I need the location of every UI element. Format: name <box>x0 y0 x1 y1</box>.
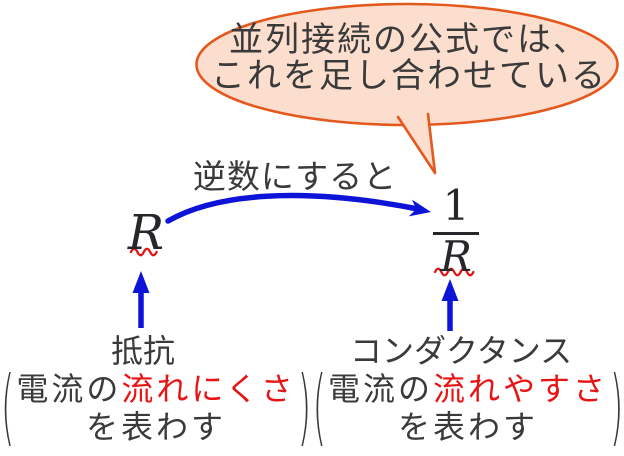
conductance-description-line-2: を表わす <box>397 408 538 446</box>
fraction-denominator: R <box>433 232 479 278</box>
reciprocal-arrow-label: 逆数にすると <box>192 157 398 196</box>
conductance-description: ( 電流の流れやすさ を表わす ) <box>312 366 624 449</box>
bubble-line-1: 並列接続の公式では、 <box>229 20 589 60</box>
speech-bubble-text: 並列接続の公式では、 これを足し合わせている <box>197 22 621 94</box>
conductance-description-line-1: 電流の流れやすさ <box>328 370 608 408</box>
resistance-desc-highlight: 流れにくさ <box>121 370 296 408</box>
conductance-desc-prefix: 電流の <box>327 370 433 408</box>
resistance-description-line-2: を表わす <box>86 408 227 446</box>
open-paren: ( <box>1 359 15 456</box>
right-wavy-underline <box>433 267 475 277</box>
reciprocal-arrow-curve <box>165 192 421 224</box>
resistance-description-line-1: 電流の流れにくさ <box>16 370 295 408</box>
open-paren: ( <box>312 359 326 456</box>
bubble-line-2: これを足し合わせている <box>211 56 607 96</box>
close-paren: ) <box>610 359 624 456</box>
resistance-label: 抵抗 <box>110 332 175 370</box>
reciprocal-arrowhead <box>408 199 431 217</box>
resistance-description: ( 電流の流れにくさ を表わす ) <box>0 366 312 449</box>
resistance-symbol: R <box>127 205 165 261</box>
conductance-label: コンダクタンス <box>350 332 573 370</box>
right-up-arrow-head <box>441 279 459 301</box>
resistance-description-lines: 電流の流れにくさ を表わす <box>16 370 295 446</box>
left-up-arrow-head <box>132 271 150 293</box>
speech-bubble-tail <box>396 112 437 175</box>
conductance-description-lines: 電流の流れやすさ を表わす <box>328 370 608 446</box>
close-paren: ) <box>297 359 311 456</box>
conductance-symbol: 1 R <box>433 180 479 278</box>
conductance-desc-highlight: 流れやすさ <box>433 370 609 408</box>
resistance-desc-prefix: 電流の <box>16 370 122 408</box>
fraction-numerator: 1 <box>442 181 470 230</box>
left-wavy-underline <box>129 247 158 257</box>
